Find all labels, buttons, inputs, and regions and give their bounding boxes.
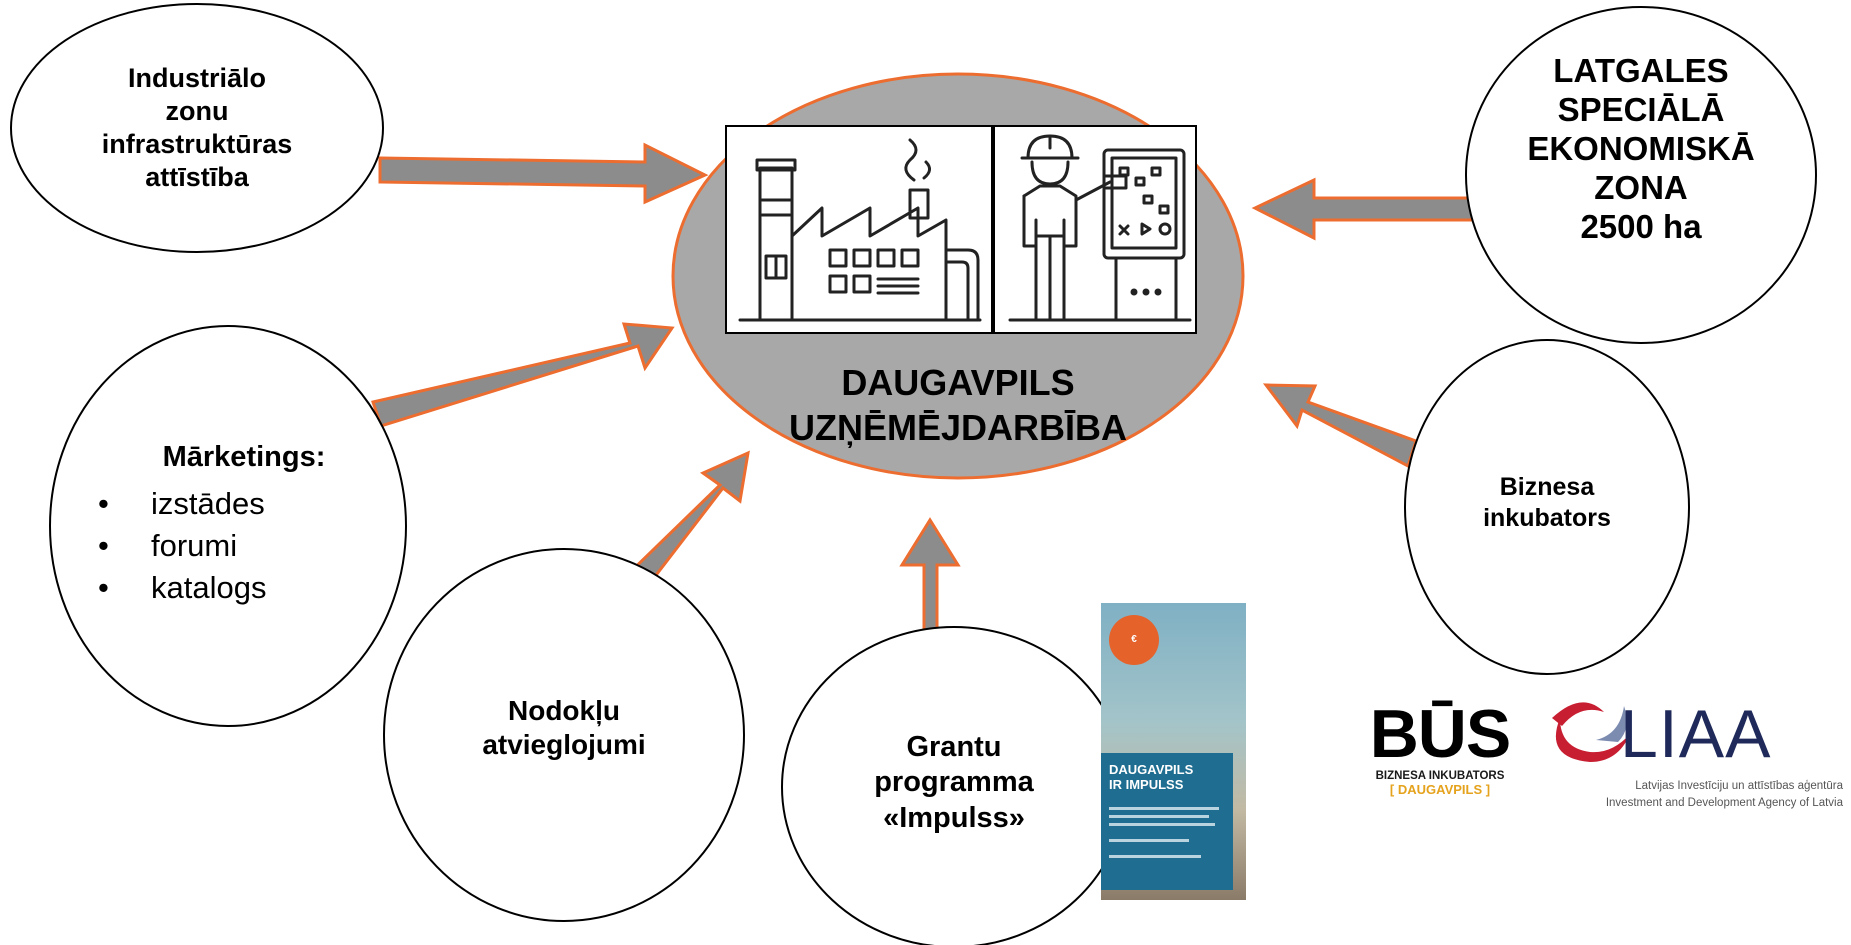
node-tax-line: Nodokļu [508,695,620,726]
liaa-logo-line-lv: Latvijas Investīciju un attīstības aģent… [1635,780,1843,792]
node-grant-line: «Impulss» [883,801,1025,834]
node-industrial-line: zonu [165,95,229,126]
arrow-industrial-to-hub [378,142,709,205]
brochure-text-line [1109,823,1215,826]
node-tax-label: Nodokļu atvieglojumi [414,694,714,762]
node-latgale-label: LATGALES SPECIĀLĀ EKONOMISKĀ ZONA 2500 h… [1466,52,1816,247]
node-grant-label: Grantu programma «Impulss» [814,730,1094,836]
arrow-incubator-to-hub [1262,383,1418,469]
brochure-text-line [1109,839,1189,842]
hub-title-line-2: UZŅĒMĒJDARBĪBA [788,407,1127,448]
arrow-grant-to-hub [899,517,961,639]
brochure-text-line [1109,815,1209,818]
brochure-badge: € [1109,615,1159,665]
engineer-control-panel-icon [993,125,1197,334]
node-incubator-line: Biznesa [1499,473,1595,501]
node-latgale-line: 2500 ha [1580,207,1702,245]
node-incubator-label: Biznesa inkubators [1437,472,1657,533]
node-latgale-line: ZONA [1594,168,1688,206]
brochure-title: DAUGAVPILS IR IMPULSS [1109,762,1194,793]
liaa-logo-line-en: Investment and Development Agency of Lat… [1605,797,1843,809]
hub-title: DAUGAVPILS UZŅĒMĒJDARBĪBA [758,360,1158,450]
hub-title-line-1: DAUGAVPILS [841,362,1075,403]
brochure-title-line: DAUGAVPILS [1109,762,1194,777]
node-latgale-line: EKONOMISKĀ [1527,129,1755,167]
liaa-logo-word: LIAA [1620,696,1772,772]
node-grant-line: Grantu [906,731,1002,763]
brochure-text-line [1109,855,1201,858]
brochure-title-line: IR IMPULSS [1109,776,1184,792]
arrow-marketing-to-hub [371,322,675,428]
node-industrial-line: Industriālo [127,63,266,93]
bus-logo-city: [ DAUGAVPILS ] [1389,782,1491,797]
node-latgale-ellipse [1465,6,1817,344]
brochure-text-line [1109,807,1219,810]
brochure-panel: DAUGAVPILS IR IMPULSS [1101,753,1233,890]
node-industrial-ellipse [10,3,384,253]
node-latgale-line: LATGALES [1553,52,1729,89]
factory-icon [725,125,993,334]
bus-logo-subtitle: BIZNESA INKUBATORS [1375,770,1505,782]
node-marketing-title: Mārketings: [162,441,326,473]
node-incubator-line: inkubators [1483,503,1611,532]
node-industrial-line: attīstība [145,161,249,192]
bus-logo-word: BŪS [1369,696,1512,772]
node-incubator-ellipse [1404,339,1690,675]
impulss-brochure-image: € DAUGAVPILS IR IMPULSS [1101,603,1246,900]
node-tax-line: atvieglojumi [482,729,646,761]
node-grant-line: programma [874,766,1034,799]
node-marketing-item: katalogs [94,567,364,609]
node-marketing-item: izstādes [94,483,364,525]
node-marketing-label: Mārketings: izstādes forumi katalogs [94,440,364,609]
node-industrial-line: infrastruktūras [101,128,293,159]
arrow-latgale-to-hub [1251,177,1474,241]
node-tax-ellipse [383,548,745,922]
liaa-emblem-icon [1552,702,1630,762]
node-marketing-item: forumi [94,525,364,567]
node-industrial-label: Industriālo zonu infrastruktūras attīstī… [47,62,347,194]
node-marketing-list: izstādes forumi katalogs [94,483,364,609]
node-latgale-line: SPECIĀLĀ [1557,90,1725,128]
bus-incubator-logo: BŪS BIZNESA INKUBATORS [ DAUGAVPILS ] [1365,696,1515,797]
